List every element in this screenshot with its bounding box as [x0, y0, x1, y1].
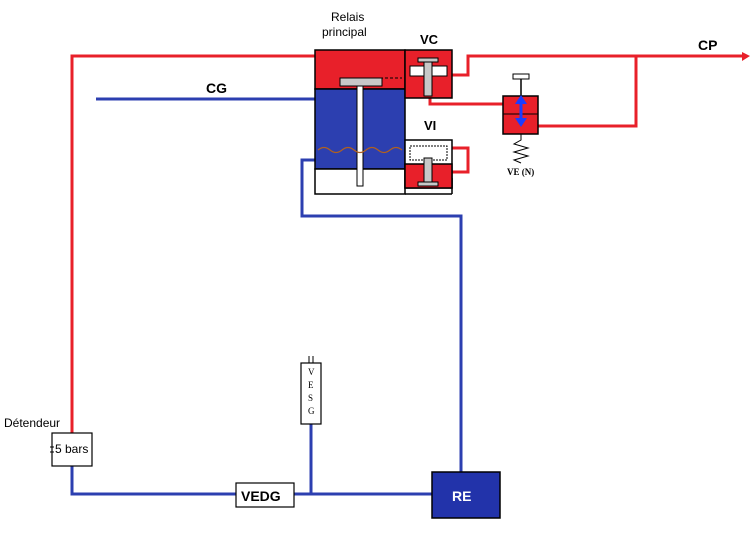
- vesg-box: [300, 362, 322, 425]
- ve-inlet-pipe: [428, 98, 503, 106]
- vc-valve: [404, 49, 453, 99]
- ve-arrow-up: [515, 95, 527, 104]
- re-label: RE: [452, 488, 471, 504]
- vesg-letter-s: S: [308, 393, 313, 403]
- relais-label-line2: principal: [322, 25, 367, 39]
- vi-valve: [404, 139, 453, 189]
- vedg-box: [235, 482, 295, 508]
- main-relay: [314, 49, 453, 195]
- vi-cap: [417, 181, 439, 187]
- vc-label: VC: [420, 32, 439, 47]
- spring-icon: [512, 134, 530, 164]
- relay-stem: [356, 85, 364, 187]
- cylinder-to-re-pipe: [300, 158, 463, 472]
- pressure-label: 5 bars: [55, 442, 88, 456]
- ve-arrow-down: [515, 118, 527, 127]
- relais-label-line1: Relais: [331, 10, 364, 24]
- relay-piston: [339, 77, 383, 87]
- cp-pipe: [452, 54, 744, 77]
- cp-label: CP: [698, 37, 717, 53]
- red-pipes: [70, 54, 744, 433]
- vesg-letter-v: V: [308, 367, 315, 377]
- vedg-label: VEDG: [241, 488, 281, 504]
- vi-label: VI: [424, 118, 436, 133]
- detendeur-label: Détendeur: [4, 416, 60, 430]
- vesg: [300, 356, 322, 425]
- ve-label: VE (N): [507, 167, 534, 177]
- detendeur: [50, 432, 93, 467]
- bottom-pipe: [70, 466, 236, 496]
- vc-cap: [417, 57, 439, 63]
- vi-stem: [423, 157, 433, 185]
- vesg-letter-g: G: [308, 406, 315, 416]
- vesg-letter-e: E: [308, 380, 314, 390]
- ve-valve: [502, 73, 539, 164]
- blue-pipes: [70, 97, 463, 496]
- re-reservoir: [431, 471, 501, 519]
- feed-pipe: [70, 54, 315, 433]
- cp-arrow: [742, 52, 750, 61]
- ve-handle: [512, 73, 530, 80]
- cg-label: CG: [206, 80, 227, 96]
- ve-return-pipe: [538, 56, 638, 128]
- relay-membrane: [317, 146, 403, 154]
- vc-stem: [423, 57, 433, 97]
- detendeur-box: [51, 432, 93, 467]
- vi-outlet-pipe: [452, 146, 470, 174]
